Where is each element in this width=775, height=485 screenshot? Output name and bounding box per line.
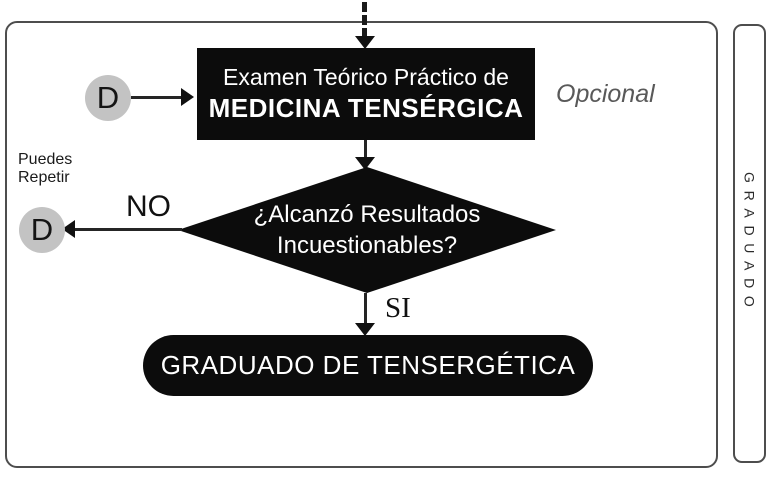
decision-line1: ¿Alcanzó Resultados (253, 200, 481, 228)
decision-to-terminal-arrowhead-icon (355, 323, 375, 336)
exam-to-decision-arrowhead-icon (355, 157, 375, 170)
no-edge-label: NO (126, 190, 171, 223)
decision-to-repeat-line (68, 228, 182, 231)
terminal-pill: GRADUADO DE TENSERGÉTICA (143, 335, 593, 396)
si-edge-label: SI (385, 292, 411, 324)
exam-box-line2: MEDICINA TENSÉRGICA (208, 93, 524, 124)
side-tab-label: GRADUADO (741, 172, 758, 315)
graduado-side-tab: GRADUADO (733, 24, 766, 463)
decision-to-terminal-line (364, 293, 367, 327)
exam-process-box: Examen Teórico Práctico de MEDICINA TENS… (197, 48, 535, 140)
start-d-node: D (85, 75, 131, 121)
decision-to-repeat-arrowhead-icon (62, 220, 75, 238)
start-to-exam-line (131, 96, 183, 99)
repeat-caption-line1: Puedes (18, 151, 73, 168)
start-d-label: D (96, 80, 120, 115)
decision-line2: Incuestionables? (276, 232, 458, 259)
exam-box-line1: Examen Teórico Práctico de (223, 63, 509, 90)
repeat-d-label: D (30, 212, 54, 247)
repeat-caption-line2: Repetir (18, 169, 70, 187)
exam-to-decision-line (364, 140, 367, 162)
diagram-frame (5, 21, 718, 468)
entry-arrowhead-icon (355, 36, 375, 49)
entry-dashed-line (362, 2, 367, 38)
start-to-exam-arrowhead-icon (181, 88, 194, 106)
repeat-d-node: D (19, 207, 65, 253)
repeat-node-caption: Puedes Repetir (18, 151, 72, 188)
terminal-label: GRADUADO DE TENSERGÉTICA (160, 350, 576, 380)
optional-note: Opcional (556, 80, 655, 108)
